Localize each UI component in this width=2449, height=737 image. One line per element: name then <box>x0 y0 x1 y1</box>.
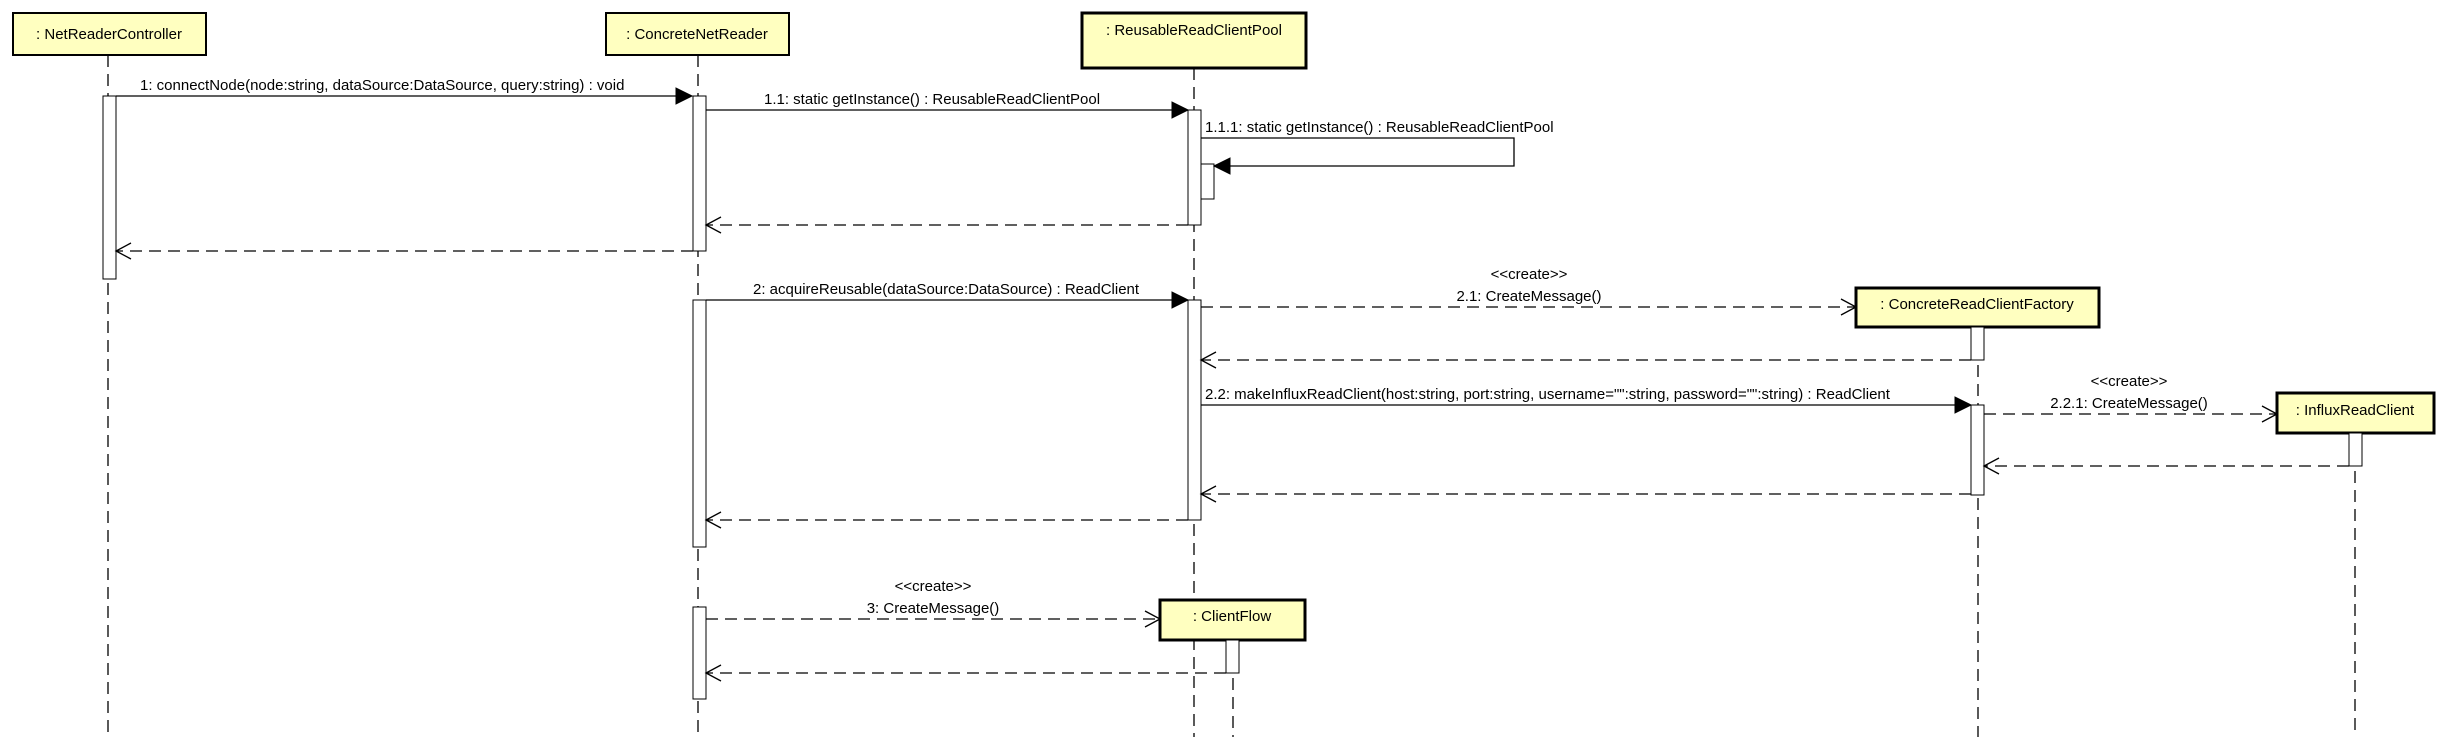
message-create-client-flow[interactable]: <<create>> 3: CreateMessage() <box>706 578 1162 628</box>
return-message[interactable] <box>704 511 1188 529</box>
message-self-get-instance[interactable]: 1.1.1: static getInstance() : ReusableRe… <box>1201 119 1554 175</box>
message-label: 2.2.1: CreateMessage() <box>2050 395 2208 412</box>
message-create-influx-read-client[interactable]: <<create>> 2.2.1: CreateMessage() <box>1984 373 2279 423</box>
message-acquire-reusable[interactable]: 2: acquireReusable(dataSource:DataSource… <box>706 281 1190 309</box>
return-message[interactable] <box>1199 485 1971 503</box>
message-connect-node[interactable]: 1: connectNode(node:string, dataSource:D… <box>116 77 694 105</box>
activation-bar <box>692 606 707 700</box>
participant-influx-read-client[interactable]: : InfluxReadClient <box>2275 391 2436 435</box>
participant-concrete-read-client-factory[interactable]: : ConcreteReadClientFactory <box>1854 286 2101 329</box>
activation-bar <box>1225 639 1240 674</box>
return-message[interactable] <box>1982 457 2349 475</box>
message-make-influx-read-client[interactable]: 2.2: makeInfluxReadClient(host:string, p… <box>1201 386 1973 414</box>
participant-concrete-net-reader[interactable]: : ConcreteNetReader <box>605 12 790 56</box>
message-label: 1.1.1: static getInstance() : ReusableRe… <box>1205 119 1554 136</box>
message-label: 1: connectNode(node:string, dataSource:D… <box>140 77 624 94</box>
return-message[interactable] <box>704 216 1188 234</box>
activation-bar <box>1187 299 1202 521</box>
participant-reusable-read-client-pool[interactable]: : ReusableReadClientPool <box>1080 11 1308 70</box>
return-message[interactable] <box>114 242 693 260</box>
activation-bar <box>102 95 117 280</box>
participant-label: : ClientFlow <box>1193 608 1272 625</box>
return-message[interactable] <box>704 664 1226 682</box>
message-get-instance[interactable]: 1.1: static getInstance() : ReusableRead… <box>706 91 1190 119</box>
activation-bar <box>1187 109 1202 226</box>
participant-net-reader-controller[interactable]: : NetReaderController <box>12 12 207 56</box>
activation-bar <box>692 299 707 548</box>
message-stereotype: <<create>> <box>2091 373 2168 390</box>
message-label: 2: acquireReusable(dataSource:DataSource… <box>753 281 1140 298</box>
message-stereotype: <<create>> <box>1491 266 1568 283</box>
activation-bar <box>2348 432 2363 467</box>
participant-client-flow[interactable]: : ClientFlow <box>1158 598 1307 642</box>
message-stereotype: <<create>> <box>895 578 972 595</box>
activation-bar <box>1200 163 1215 200</box>
return-message[interactable] <box>1199 351 1971 369</box>
participant-label: : ConcreteNetReader <box>626 26 768 43</box>
participant-label: : NetReaderController <box>36 26 182 43</box>
participant-label: : ConcreteReadClientFactory <box>1880 296 2074 313</box>
activation-bar <box>1970 326 1985 361</box>
message-label: 1.1: static getInstance() : ReusableRead… <box>764 91 1100 108</box>
activation-bar <box>692 95 707 252</box>
participant-label: : InfluxReadClient <box>2296 402 2415 419</box>
message-create-factory[interactable]: <<create>> 2.1: CreateMessage() <box>1201 266 1858 316</box>
message-label: 3: CreateMessage() <box>867 600 1000 617</box>
participant-label: : ReusableReadClientPool <box>1106 22 1282 39</box>
message-label: 2.1: CreateMessage() <box>1456 288 1601 305</box>
message-label: 2.2: makeInfluxReadClient(host:string, p… <box>1205 386 1891 403</box>
activation-bar <box>1970 404 1985 496</box>
